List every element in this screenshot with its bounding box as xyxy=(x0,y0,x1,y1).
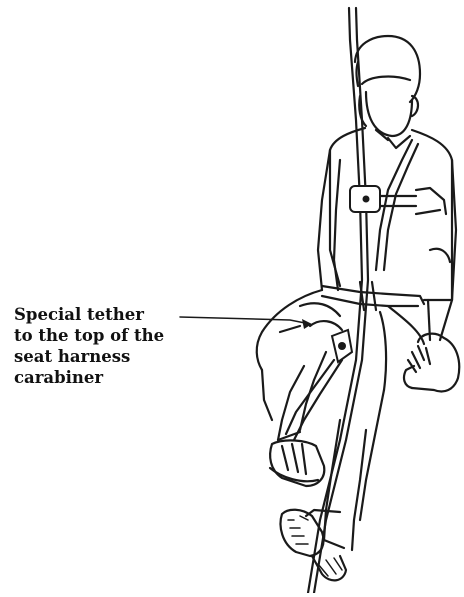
left-boot xyxy=(270,440,324,486)
right-glove xyxy=(404,334,459,392)
callout-line-3: seat harness xyxy=(14,346,224,367)
tether-callout-text: Special tether to the top of the seat ha… xyxy=(14,304,224,388)
torso xyxy=(330,128,452,300)
callout-line-1: Special tether xyxy=(14,304,224,325)
chest-ascender xyxy=(350,186,380,212)
callout-line-2: to the top of the xyxy=(14,325,224,346)
left-thigh xyxy=(257,290,342,420)
right-thigh xyxy=(360,306,424,520)
helmet xyxy=(355,36,420,136)
right-boot xyxy=(281,510,346,581)
callout-line-4: carabiner xyxy=(14,367,224,388)
foot-ascender xyxy=(286,330,352,440)
